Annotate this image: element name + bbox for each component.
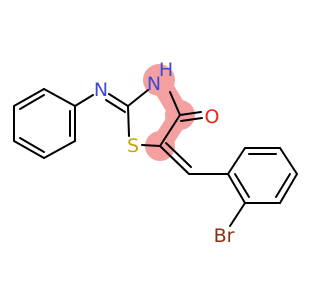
bond-c2-nh <box>127 89 149 107</box>
bond-co-2 <box>180 117 203 122</box>
bond-ph-dbl-c <box>19 94 45 110</box>
bond-br3 <box>279 147 298 175</box>
bond-nh-c4 <box>169 91 181 116</box>
bond-br6 <box>227 173 246 204</box>
bond-c4-c5 <box>159 114 181 147</box>
bond-layer <box>13 88 298 227</box>
bond-c5-s <box>141 144 161 147</box>
bond-exo-1 <box>159 145 190 175</box>
bond-ph6 <box>13 88 45 107</box>
bond-ph4 <box>13 140 45 159</box>
atom-n-imine: N <box>94 79 108 101</box>
bond-ph-n <box>74 94 94 107</box>
molecule-structure: N N H O S Br <box>13 59 298 247</box>
atom-label-layer: N N H O S Br <box>94 59 235 247</box>
bond-ph1 <box>43 88 76 107</box>
bond-co-1 <box>179 111 202 116</box>
bond-c-br <box>229 202 246 227</box>
bond-br-dbl-c <box>234 173 250 198</box>
atom-s-ring: S <box>127 135 139 157</box>
atom-o-carbonyl: O <box>205 106 220 128</box>
bond-s-c2 <box>127 105 130 137</box>
atom-h-ring: H <box>159 59 173 81</box>
bond-exo-2 <box>165 142 192 168</box>
bond-br4 <box>279 173 298 204</box>
bond-ph-dbl-b <box>19 137 45 153</box>
bond-imine-2 <box>105 99 126 113</box>
bond-ph3 <box>43 140 76 159</box>
atom-br: Br <box>214 225 235 247</box>
bond-br1 <box>227 147 246 175</box>
bond-br-dbl-b <box>275 173 291 198</box>
atom-n-ring: N <box>147 73 161 95</box>
bond-imine-1 <box>108 93 129 107</box>
